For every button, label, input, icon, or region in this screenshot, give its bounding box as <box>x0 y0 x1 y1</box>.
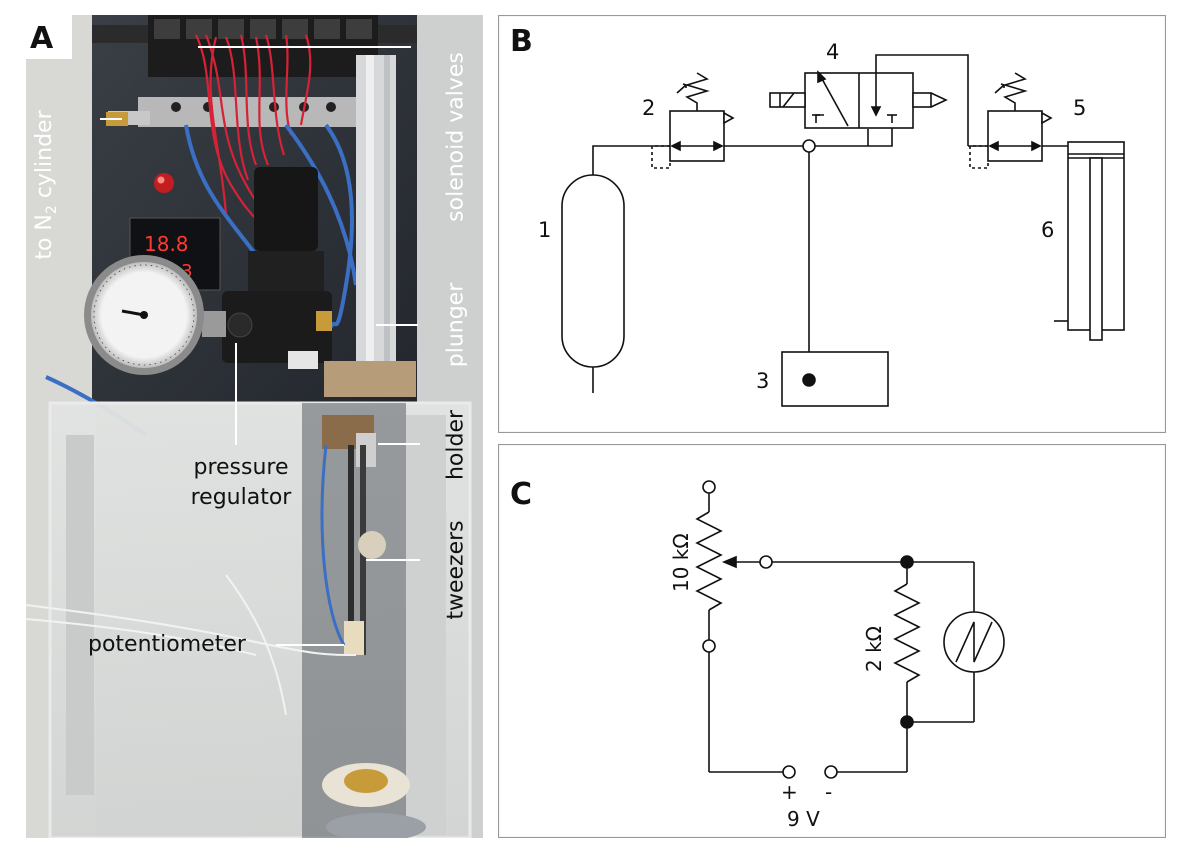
junction-node <box>802 139 816 153</box>
label-component-2: 2 <box>642 96 655 120</box>
label-solenoid-valves: solenoid valves <box>444 52 469 222</box>
terminal-plus <box>782 765 796 779</box>
label-n2-subscript: 2 <box>44 205 61 215</box>
photo-pointers <box>100 46 420 646</box>
label-tweezers: tweezers <box>444 520 469 619</box>
circuit-schematic: 10 kΩ 2 kΩ + - 9 V C <box>497 443 1167 839</box>
label-component-3: 3 <box>756 369 769 393</box>
label-potentiometer-text: potentiometer <box>88 632 246 657</box>
label-tweezers-text: tweezers <box>443 520 469 620</box>
label-n2-suffix: cylinder <box>31 110 57 206</box>
label-2k: 2 kΩ <box>862 626 886 672</box>
label-to-n2-cylinder: to N2 cylinder <box>32 110 60 259</box>
display-top: 18.8 <box>144 232 189 256</box>
panel-label-b: B <box>510 24 533 59</box>
label-pressure-line1: pressure <box>193 455 289 480</box>
sensor-3 <box>781 351 889 407</box>
label-holder: holder <box>444 410 469 480</box>
label-component-6: 6 <box>1041 218 1054 242</box>
pneumatic-schematic: 1 2 3 4 5 6 B <box>497 14 1167 434</box>
tank-1 <box>561 174 625 368</box>
potentiometer-resistor <box>695 511 723 611</box>
panel-a: 18.8 8.3 <box>25 15 483 841</box>
label-plunger-text: plunger <box>443 282 469 368</box>
label-holder-text: holder <box>443 409 469 481</box>
panel-b: 1 2 3 4 5 6 B <box>497 14 1167 434</box>
resistor-2k <box>893 583 921 683</box>
label-pressure-line2: regulator <box>190 485 292 510</box>
label-component-1: 1 <box>538 218 551 242</box>
regulator-5 <box>969 72 1053 169</box>
panel-label-c: C <box>510 477 532 512</box>
panel-label-a: A <box>30 21 54 56</box>
label-plunger: plunger <box>444 283 469 368</box>
solenoid-valve-4 <box>769 54 969 146</box>
terminal-minus <box>824 765 838 779</box>
label-component-4: 4 <box>826 40 839 64</box>
label-10k: 10 kΩ <box>669 533 693 592</box>
regulator-2 <box>651 72 735 169</box>
label-plus: + <box>781 780 798 804</box>
tweezers-assembly <box>320 415 386 655</box>
label-component-5: 5 <box>1073 96 1086 120</box>
label-pressure-regulator: pressure regulator <box>176 453 306 513</box>
label-minus: - <box>825 780 832 804</box>
apparatus-photo: 18.8 8.3 <box>25 15 483 841</box>
pressure-gauge <box>84 255 204 375</box>
label-potentiometer: potentiometer <box>88 632 246 657</box>
cylinder-6 <box>1054 141 1125 341</box>
label-solenoid-valves-text: solenoid valves <box>443 52 469 222</box>
plunger-column <box>356 55 396 361</box>
pressure-regulator <box>202 167 332 369</box>
label-n2-prefix: to N <box>31 214 57 260</box>
label-voltage: 9 V <box>787 807 820 831</box>
panel-c: 10 kΩ 2 kΩ + - 9 V C <box>497 443 1167 839</box>
